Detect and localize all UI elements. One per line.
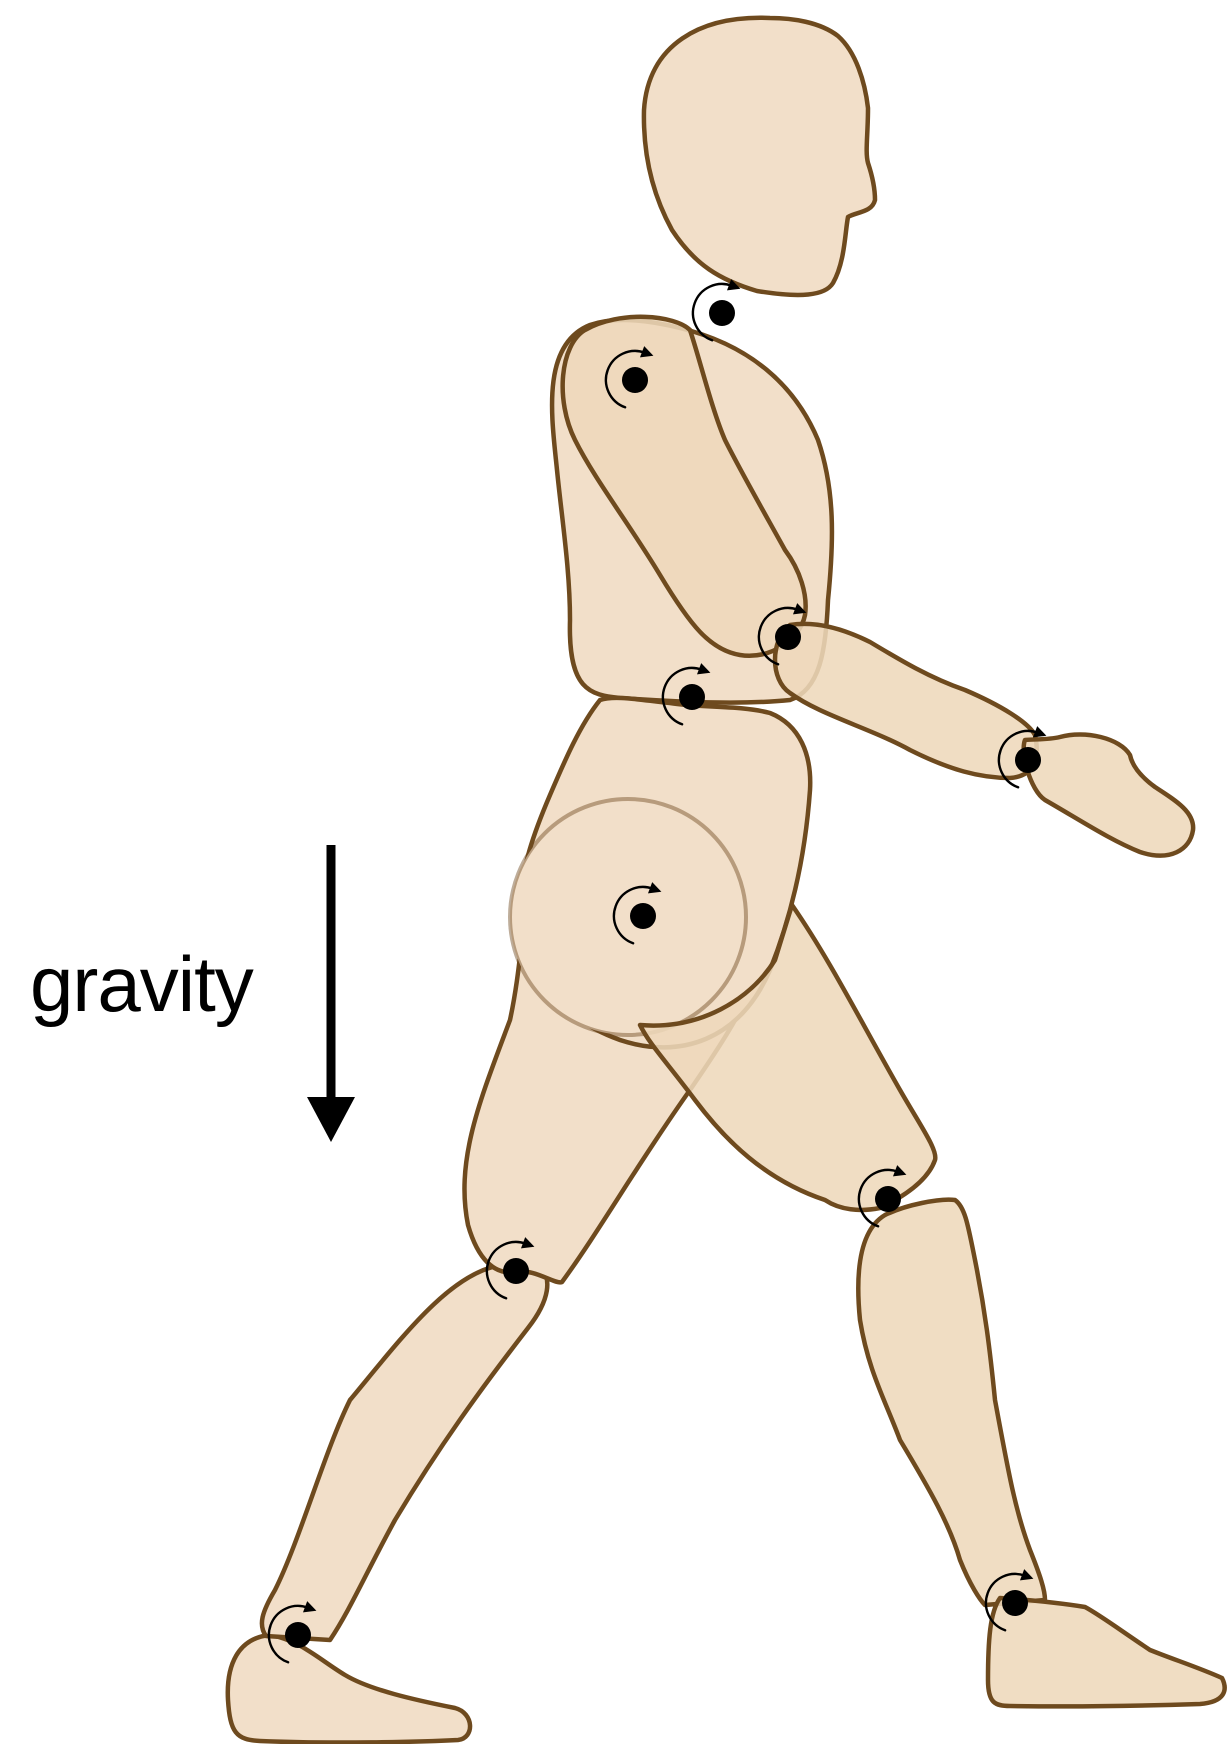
joint-pivot-dot [709, 300, 735, 326]
front-foot [988, 1598, 1225, 1706]
down-arrow-icon [307, 845, 355, 1142]
joint-pivot-dot [1015, 747, 1041, 773]
joint-pivot-dot [1002, 1590, 1028, 1616]
joint-neck [693, 279, 740, 340]
hand [1024, 734, 1193, 855]
body-parts [228, 18, 1225, 1743]
front-shin [858, 1200, 1045, 1605]
joint-pivot-dot [875, 1186, 901, 1212]
joint-pivot-dot [775, 624, 801, 650]
joint-pivot-dot [679, 684, 705, 710]
joint-pivot-dot [503, 1258, 529, 1284]
joint-pivot-dot [622, 367, 648, 393]
back-shin [262, 1261, 547, 1640]
joint-pivot-dot [630, 903, 656, 929]
gravity-arrow-head [307, 1097, 355, 1142]
head [644, 18, 875, 295]
joint-pivot-dot [285, 1622, 311, 1648]
gravity-label: gravity [30, 945, 253, 1023]
hip-disc [510, 799, 746, 1035]
back-foot [228, 1635, 470, 1743]
forearm [775, 624, 1037, 778]
